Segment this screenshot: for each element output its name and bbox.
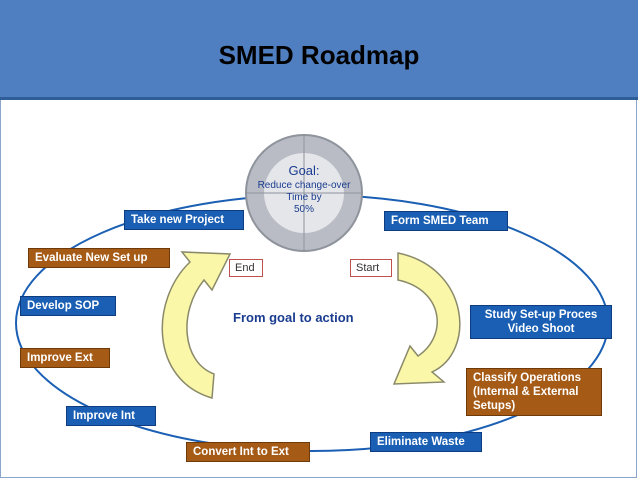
step-classify-operations: Classify Operations (Internal & External… — [466, 368, 602, 416]
center-caption: From goal to action — [233, 310, 354, 325]
goal-line-1: Reduce change-over — [257, 180, 351, 191]
step-improve-int: Improve Int — [66, 406, 156, 426]
step-take-new-project: Take new Project — [124, 210, 244, 230]
step-evaluate-new-setup: Evaluate New Set up — [28, 248, 170, 268]
study-line-1: Study Set-up Proces — [484, 309, 598, 321]
header-bar: SMED Roadmap — [0, 0, 638, 100]
right-curved-arrow — [392, 252, 461, 385]
start-tag: Start — [350, 259, 392, 277]
step-improve-ext: Improve Ext — [20, 348, 110, 368]
step-eliminate-waste: Eliminate Waste — [370, 432, 482, 452]
classify-line-1: Classify Operations — [473, 372, 582, 384]
study-line-2: Video Shoot — [507, 323, 575, 335]
step-study-setup: Study Set-up Proces Video Shoot — [470, 305, 612, 339]
goal-circle — [245, 134, 363, 252]
end-tag: End — [229, 259, 263, 277]
goal-line-2: Time by — [286, 192, 322, 203]
slide-title: SMED Roadmap — [218, 40, 420, 70]
classify-line-2: (Internal & External — [473, 386, 579, 398]
step-develop-sop: Develop SOP — [20, 296, 116, 316]
left-curved-arrow — [161, 251, 232, 399]
content-frame — [0, 100, 637, 478]
goal-text: Goal: Reduce change-over Time by 50% — [250, 163, 358, 216]
classify-line-3: Setups) — [473, 400, 516, 412]
goal-line-3: 50% — [293, 204, 314, 215]
step-convert-int-to-ext: Convert Int to Ext — [186, 442, 310, 462]
step-form-smed-team: Form SMED Team — [384, 211, 508, 231]
goal-heading: Goal: — [288, 163, 320, 178]
